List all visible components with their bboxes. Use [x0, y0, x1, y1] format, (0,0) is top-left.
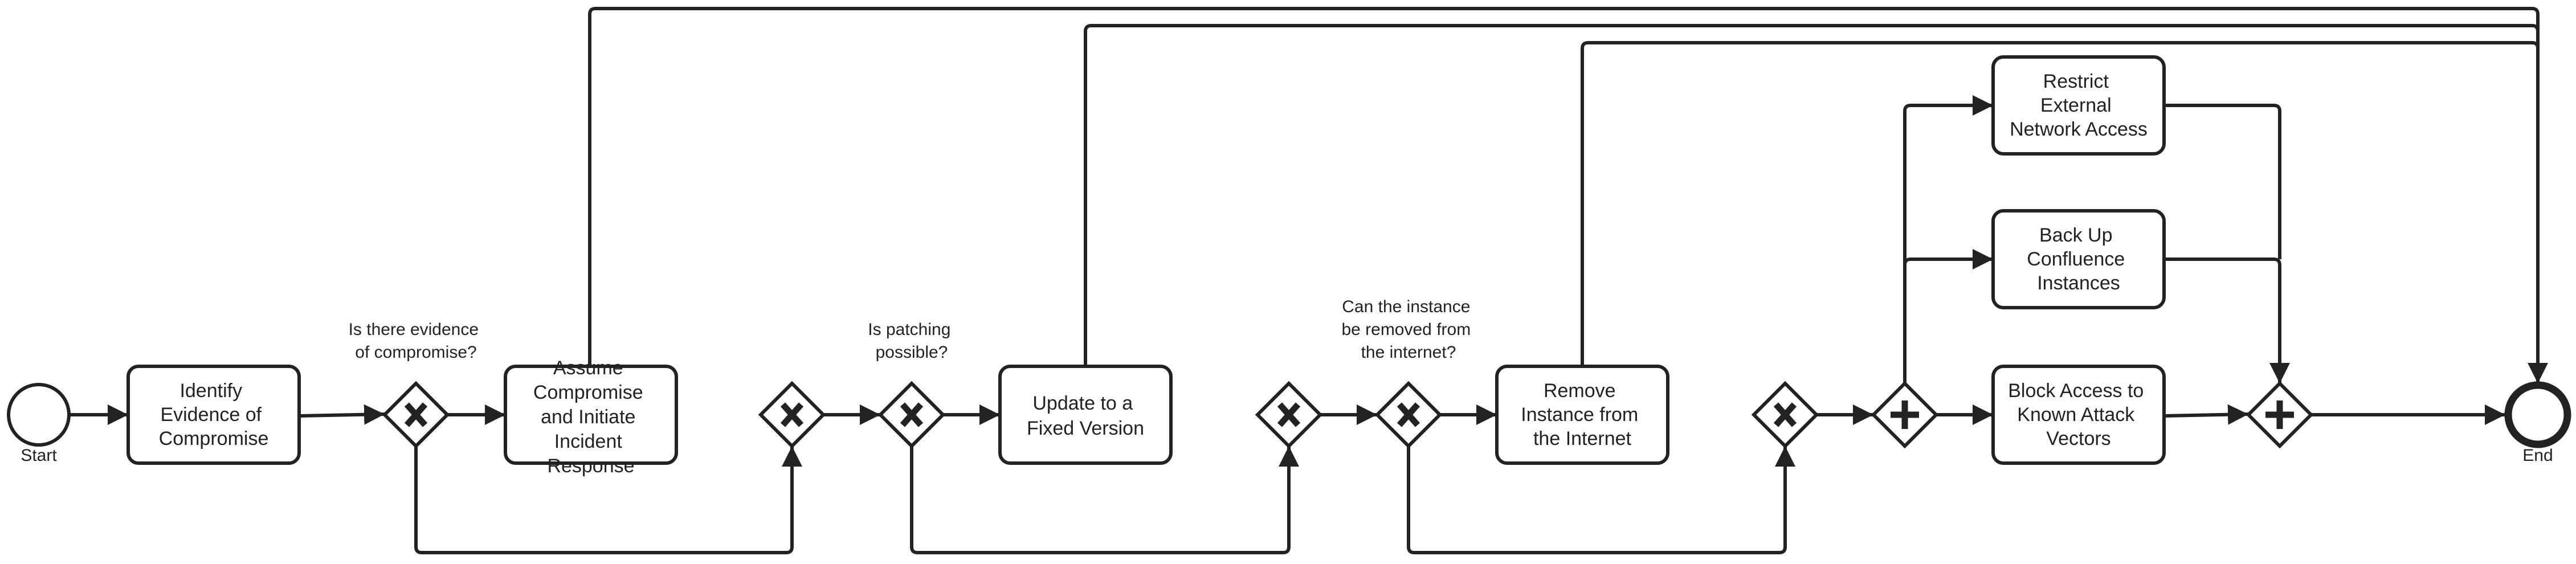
flow-update-to-end — [1084, 24, 2540, 366]
exclusive-x-icon — [900, 402, 924, 427]
gateway-question-1: Is there evidence of compromise? — [349, 320, 484, 362]
flow-block-to-gw8 — [2163, 404, 2249, 425]
task-box — [1991, 209, 2166, 309]
task-label: Update to a Fixed Version — [1027, 393, 1144, 439]
gateway-question-3: Can the instance be removed from the int… — [1341, 297, 1475, 362]
flow-identify-to-gw1 — [299, 404, 385, 425]
flow-gw7-to-restrict — [1903, 95, 1993, 265]
task-box — [1991, 55, 2166, 156]
end-event-circle — [2504, 381, 2571, 448]
gateway-exclusive-4 — [1255, 381, 1323, 449]
flow-restrict-to-gw8 — [2164, 104, 2281, 259]
start-event: Start — [7, 383, 71, 465]
task-identify: Identify Evidence of Compromise — [126, 365, 301, 465]
start-event-label: Start — [21, 446, 57, 465]
flow-gw7-to-backup — [1903, 249, 1993, 383]
parallel-plus-icon — [2265, 400, 2294, 429]
task-label: Restrict External Network Access — [2010, 71, 2148, 140]
exclusive-x-icon — [780, 402, 804, 427]
task-backup: Back Up Confluence Instances — [1991, 209, 2166, 309]
task-label: Identify Evidence of Compromise — [159, 380, 269, 449]
sequence-flows — [70, 7, 2548, 554]
task-update: Update to a Fixed Version — [998, 365, 1173, 465]
task-remove: Remove Instance from the Internet — [1495, 365, 1669, 465]
task-box — [998, 365, 1173, 465]
flow-gw5-no-to-gw6 — [1407, 446, 1795, 554]
task-label: Assume Compromise and Initiate Incident … — [533, 357, 648, 477]
task-block: Block Access to Known Attack Vectors — [1991, 365, 2166, 465]
flow-remove-to-end — [1581, 41, 2540, 366]
gateway-parallel-2 — [2246, 381, 2314, 449]
gateway-question-2: Is patching possible? — [868, 320, 955, 362]
gateway-exclusive-3 — [877, 381, 946, 449]
task-label: Back Up Confluence Instances — [2027, 224, 2130, 294]
exclusive-x-icon — [1397, 402, 1420, 427]
gateway-exclusive-5 — [1374, 381, 1443, 449]
parallel-plus-icon — [1891, 400, 1919, 429]
gateway-exclusive-2 — [758, 381, 826, 449]
start-event-circle — [7, 383, 71, 447]
gateway-exclusive-1 — [382, 381, 450, 449]
exclusive-x-icon — [404, 402, 428, 427]
gateway-parallel-1 — [1871, 381, 1939, 449]
task-box — [126, 365, 301, 465]
task-restrict: Restrict External Network Access — [1991, 55, 2166, 156]
end-event: End — [2504, 381, 2571, 465]
task-assume: Assume Compromise and Initiate Incident … — [504, 357, 678, 477]
task-box — [1991, 365, 2166, 465]
task-box — [504, 365, 678, 465]
exclusive-x-icon — [1277, 402, 1301, 427]
task-label: Block Access to Known Attack Vectors — [2008, 380, 2149, 449]
flow-gw1-no-to-gw2 — [414, 446, 802, 554]
flow-backup-to-gw8 — [2164, 258, 2290, 383]
task-label: Remove Instance from the Internet — [1521, 380, 1643, 449]
flow-gw3-no-to-gw4 — [910, 446, 1299, 554]
flow-assume-to-end — [588, 7, 2548, 383]
end-event-label: End — [2522, 446, 2553, 465]
gateway-exclusive-6 — [1751, 381, 1819, 449]
task-box — [1495, 365, 1669, 465]
exclusive-x-icon — [1773, 402, 1797, 427]
